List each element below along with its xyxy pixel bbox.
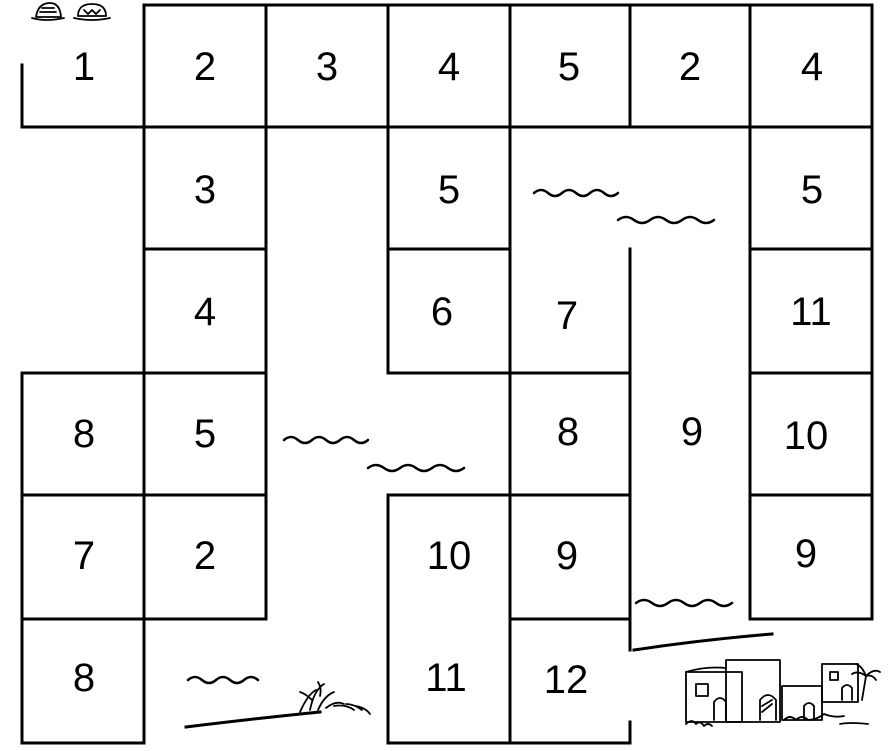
water-wave-icon [188, 190, 732, 683]
cell-r2c4[interactable]: 5 [438, 168, 460, 212]
cell-r6c5[interactable]: 12 [544, 658, 589, 702]
cell-r1c2[interactable]: 2 [194, 45, 216, 89]
grass-tuft-icon [300, 682, 370, 714]
maze-row-1: 1 2 3 4 5 2 4 [22, 5, 872, 127]
hats-icon [32, 3, 110, 20]
cell-r6c1[interactable]: 8 [73, 656, 95, 700]
cell-r6c5-border [510, 619, 630, 650]
ground-line [634, 634, 772, 650]
ground-line [186, 712, 320, 727]
maze-row-2: 3 5 5 [144, 127, 872, 249]
cell-r3c2[interactable]: 4 [194, 290, 216, 334]
cell-r3c4[interactable]: 6 [431, 290, 453, 334]
cell-r3c5[interactable]: 7 [556, 294, 578, 338]
cell-r4c7[interactable]: 10 [784, 414, 829, 458]
village-icon [686, 660, 880, 726]
cell-r3c7[interactable]: 11 [790, 290, 832, 334]
maze-row-4: 8 5 8 9 10 [22, 373, 872, 495]
cell-r1c3[interactable]: 3 [316, 45, 338, 89]
cell-r1c7[interactable]: 4 [801, 45, 823, 89]
cell-r5c4[interactable]: 10 [427, 534, 472, 578]
cell-r5c1[interactable]: 7 [73, 534, 95, 578]
cell-r1c4[interactable]: 4 [438, 45, 460, 89]
cell-r1c5[interactable]: 5 [558, 45, 580, 89]
maze-row-6: 8 11 12 [22, 619, 630, 743]
cell-r5c7[interactable]: 9 [795, 532, 817, 576]
cell-r5c2[interactable]: 2 [194, 534, 216, 578]
cell-r6c4[interactable]: 11 [425, 656, 467, 700]
maze-row-3: 4 6 7 11 [144, 249, 872, 373]
cell-r1c6[interactable]: 2 [679, 45, 701, 89]
cell-r1c1[interactable]: 1 [73, 45, 95, 89]
cell-r4c1[interactable]: 8 [73, 412, 95, 456]
cell-r4c2[interactable]: 5 [194, 412, 216, 456]
cell-r4c5[interactable]: 8 [557, 410, 579, 454]
cell-r2c2[interactable]: 3 [194, 168, 216, 212]
cell-r5c5[interactable]: 9 [556, 534, 578, 578]
cell-r4c6[interactable]: 9 [681, 410, 703, 454]
maze-row-5: 7 2 10 9 9 [22, 495, 872, 619]
cell-r2c7[interactable]: 5 [801, 168, 823, 212]
